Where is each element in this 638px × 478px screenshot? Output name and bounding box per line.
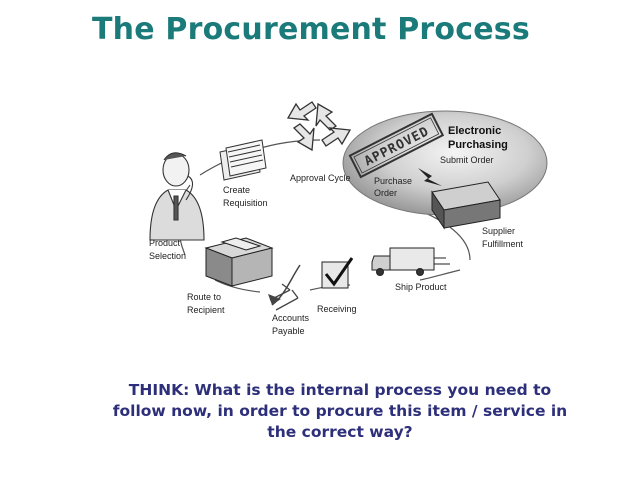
label-create: Create bbox=[223, 185, 250, 195]
label-ship-product: Ship Product bbox=[395, 282, 447, 292]
receiving-check-icon bbox=[321, 257, 354, 289]
label-supplier: Supplier bbox=[482, 226, 515, 236]
label-receiving: Receiving bbox=[317, 304, 357, 314]
accounts-payable-arrows-icon bbox=[269, 283, 299, 311]
page-title: The Procurement Process bbox=[92, 12, 530, 47]
label-fulfillment: Fulfillment bbox=[482, 239, 524, 249]
arrow-head-1 bbox=[268, 294, 281, 305]
think-prompt: THINK: What is the internal process you … bbox=[100, 380, 580, 443]
label-selection: Selection bbox=[149, 251, 186, 261]
think-line-3: the correct way? bbox=[267, 423, 413, 441]
stacked-boxes-icon bbox=[204, 237, 274, 287]
label-approval-cycle: Approval Cycle bbox=[290, 173, 351, 183]
label-purchase: Purchase bbox=[374, 176, 412, 186]
label-accounts: Accounts bbox=[272, 313, 310, 323]
label-recipient: Recipient bbox=[187, 305, 225, 315]
approval-cycle-arrows-icon bbox=[286, 101, 352, 152]
label-submit-order: Submit Order bbox=[440, 155, 494, 165]
person-icon bbox=[149, 152, 205, 241]
label-purchasing: Purchasing bbox=[448, 139, 508, 151]
truck-icon bbox=[371, 247, 450, 276]
requisition-cards-icon bbox=[219, 139, 267, 181]
supplier-box-icon bbox=[431, 181, 501, 230]
label-order: Order bbox=[374, 188, 397, 198]
submit-lightning-icon bbox=[418, 168, 442, 186]
label-product: Product bbox=[149, 238, 181, 248]
label-requisition: Requisition bbox=[223, 198, 268, 208]
label-payable: Payable bbox=[272, 326, 305, 336]
think-line-2: follow now, in order to procure this ite… bbox=[112, 402, 568, 420]
label-electronic: Electronic bbox=[448, 125, 501, 137]
label-route-to: Route to bbox=[187, 292, 221, 302]
think-line-1: THINK: What is the internal process you … bbox=[128, 381, 552, 399]
